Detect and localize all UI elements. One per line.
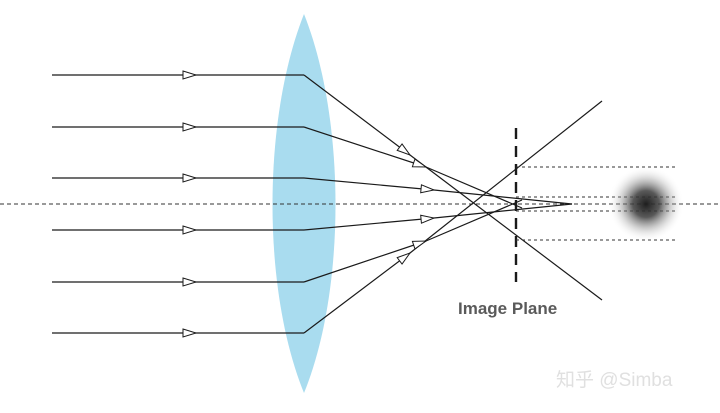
- refracted-ray-outer-top-a: [303, 74, 412, 157]
- refracted-ray-inner-bottom-a: [303, 214, 436, 231]
- refracted-ray-outer-bottom-a: [303, 251, 412, 334]
- refracted-ray-middle-bottom-a: [303, 240, 428, 283]
- image-plane-label: Image Plane: [458, 299, 557, 318]
- refracted-ray-middle-bottom-b: [425, 199, 523, 242]
- refracted-ray-inner-bottom-b: [433, 203, 573, 219]
- refracted-ray-outer-top-b: [409, 154, 603, 301]
- refracted-ray-outer-bottom-b: [409, 100, 603, 254]
- blur-spot: [608, 166, 684, 242]
- refracted-ray-inner-top-a: [303, 177, 436, 194]
- refracted-rays: [303, 74, 603, 334]
- refracted-ray-middle-top-a: [303, 126, 428, 168]
- incoming-rays: [52, 70, 304, 338]
- refracted-ray-inner-top-b: [433, 189, 573, 205]
- watermark: 知乎 @Simba: [556, 369, 673, 391]
- refracted-ray-middle-top-b: [425, 166, 523, 209]
